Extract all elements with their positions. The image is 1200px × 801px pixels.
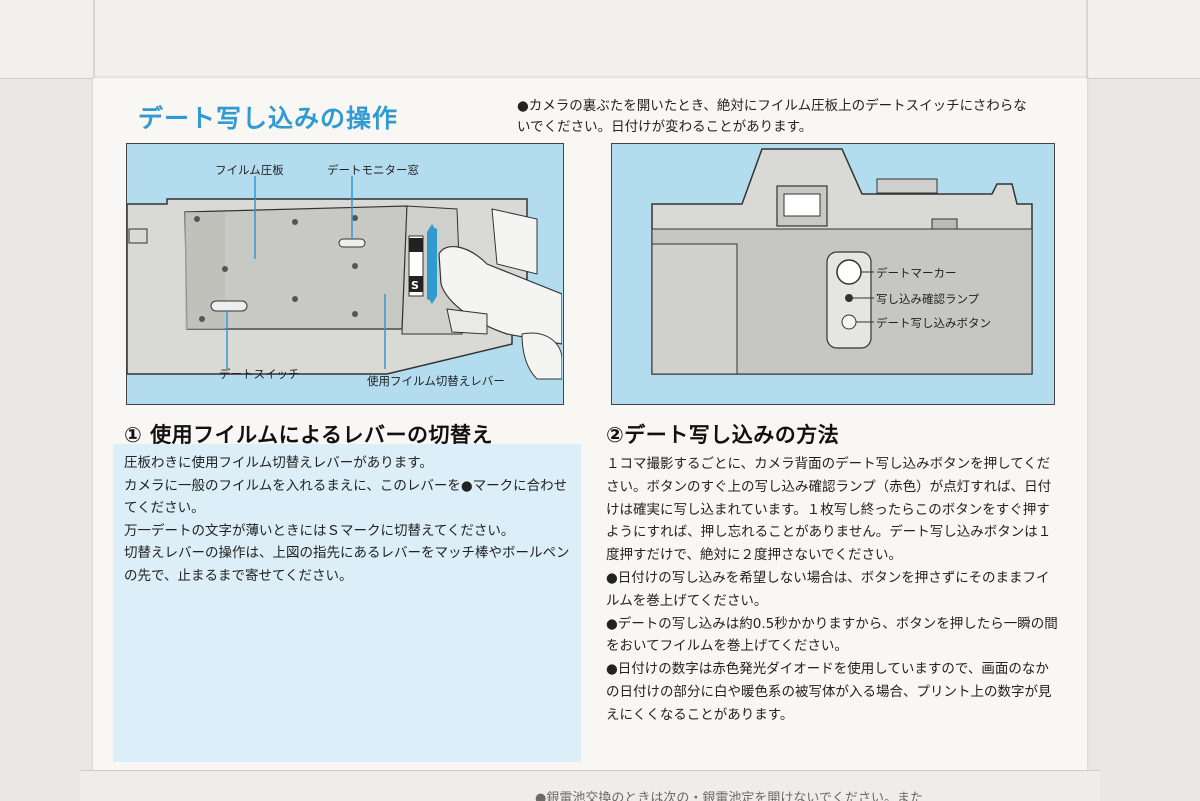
section1-paragraph: 切替えレバーの操作は、上図の指先にあるレバーをマッチ棒やボールペンの先で、止まる… <box>124 545 570 584</box>
fold-crease <box>1086 0 1088 78</box>
section2-body: １コマ撮影するごとに、カメラ背面のデート写し込みボタンを押してください。ボタンの… <box>606 453 1058 727</box>
label-monitor-window: デートモニター窓 <box>327 163 419 177</box>
figure-film-pressure-plate: フイルム圧板 デートモニター窓 デートスイッチ 使用フイルム切替えレバー S <box>126 143 564 405</box>
label-pressure-plate: フイルム圧板 <box>215 163 284 177</box>
figure-camera-rear: デートマーカー 写し込み確認ランプ デート写し込みボタン <box>611 143 1055 405</box>
section2-paragraph: ●デートの写し込みは約0.5秒かかりますから、ボタンを押したら一瞬の間をおいてフ… <box>606 615 1058 655</box>
page-title: デート写し込みの操作 <box>138 104 399 133</box>
camera-rear-illustration <box>651 148 1033 375</box>
section2-paragraph: １コマ撮影するごとに、カメラ背面のデート写し込みボタンを押してください。ボタンの… <box>606 456 1052 564</box>
section1-paragraph: 圧板わきに使用フイルム切替えレバーがあります。 <box>124 455 433 471</box>
section2-paragraph: ●日付けの数字は赤色発光ダイオードを使用していますので、画面のなかの日付けの部分… <box>606 661 1052 723</box>
bottom-flap-text: ●銀電池交換のときは次の・銀電池定を開けないでください。また <box>535 791 923 801</box>
section1-panel <box>113 444 581 762</box>
label-imprint-button: デート写し込みボタン <box>876 316 991 330</box>
section1-paragraph: 万一デートの文字が薄いときにはＳマークに切替えてください。 <box>124 522 515 539</box>
label-date-switch: デートスイッチ <box>219 367 300 381</box>
s-mark: S <box>411 279 419 292</box>
fold-crease <box>93 0 95 78</box>
camera-back-open-illustration <box>127 176 562 380</box>
section2-paragraph: ●日付けの写し込みを希望しない場合は、ボタンを押さずにそのままフイルムを巻上げて… <box>606 569 1050 609</box>
bottom-fold-flap: ●銀電池交換のときは次の・銀電池定を開けないでください。また <box>80 770 1100 801</box>
top-fold-flap <box>0 0 1200 79</box>
section1-paragraph: カメラに一般のフイルムを入れるまえに、このレバーを●マークに合わせてください。 <box>124 477 568 517</box>
label-confirm-lamp: 写し込み確認ランプ <box>876 292 980 306</box>
section1-heading: ① 使用フイルムによるレバーの切替え <box>124 423 494 447</box>
caution-note: ●カメラの裏ぶたを開いたとき、絶対にフイルム圧板上のデートスイッチにさわらないで… <box>517 98 1027 135</box>
label-date-marker: デートマーカー <box>876 266 957 280</box>
label-film-lever: 使用フイルム切替えレバー <box>367 374 505 388</box>
section1-body: 圧板わきに使用フイルム切替えレバーがあります。 カメラに一般のフイルムを入れるま… <box>124 452 572 587</box>
section2-heading: ②デート写し込みの方法 <box>606 423 840 447</box>
